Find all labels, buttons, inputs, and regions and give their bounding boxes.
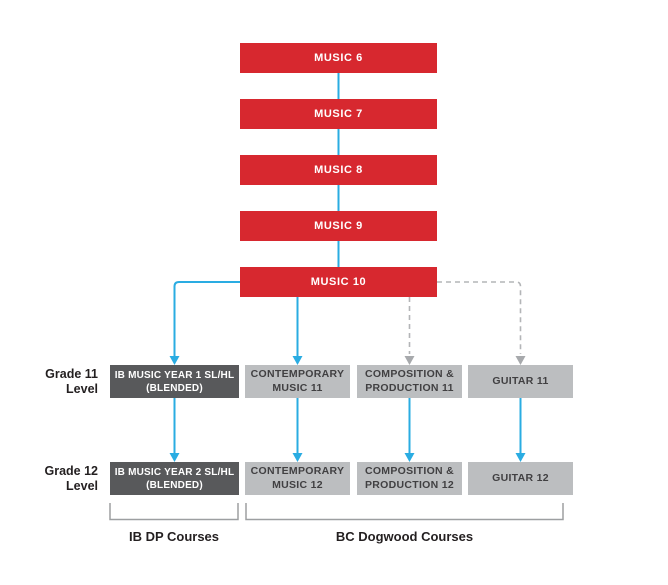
node-music-9: MUSIC 9 bbox=[240, 211, 437, 241]
grade-12-level-label: Grade 12 Level bbox=[44, 464, 98, 493]
node-music-10: MUSIC 10 bbox=[240, 267, 437, 297]
node-contemporary-music-11: CONTEMPORARY MUSIC 11 bbox=[245, 365, 350, 398]
node-music-8: MUSIC 8 bbox=[240, 155, 437, 185]
node-contemporary-music-12: CONTEMPORARY MUSIC 12 bbox=[245, 462, 350, 495]
dashed-arrow-music10-to-composition11 bbox=[404, 297, 415, 365]
arrow-ib-year1-to-year2 bbox=[169, 398, 180, 462]
ib-dp-courses-label: IB DP Courses bbox=[128, 529, 220, 544]
arrow-contemporary11-to-12 bbox=[292, 398, 303, 462]
node-ib-music-year-2: IB MUSIC YEAR 2 SL/HL (BLENDED) bbox=[110, 462, 239, 495]
dashed-arrow-music10-to-guitar11 bbox=[437, 281, 526, 365]
grade-11-level-label: Grade 11 Level bbox=[45, 367, 98, 396]
node-music-7: MUSIC 7 bbox=[240, 99, 437, 129]
node-guitar-12: GUITAR 12 bbox=[468, 462, 573, 495]
arrow-music10-to-ib-year1 bbox=[169, 281, 240, 365]
node-composition-production-11: COMPOSITION & PRODUCTION 11 bbox=[357, 365, 462, 398]
bc-dogwood-courses-bracket bbox=[245, 503, 564, 521]
node-guitar-11: GUITAR 11 bbox=[468, 365, 573, 398]
arrow-composition11-to-12 bbox=[404, 398, 415, 462]
node-ib-music-year-1: IB MUSIC YEAR 1 SL/HL (BLENDED) bbox=[110, 365, 239, 398]
node-composition-production-12: COMPOSITION & PRODUCTION 12 bbox=[357, 462, 462, 495]
arrow-guitar11-to-12 bbox=[515, 398, 526, 462]
node-music-6: MUSIC 6 bbox=[240, 43, 437, 73]
bc-dogwood-courses-label: BC Dogwood Courses bbox=[335, 529, 474, 544]
ib-dp-courses-bracket bbox=[109, 503, 239, 521]
arrow-music10-to-contemporary11 bbox=[292, 297, 303, 365]
